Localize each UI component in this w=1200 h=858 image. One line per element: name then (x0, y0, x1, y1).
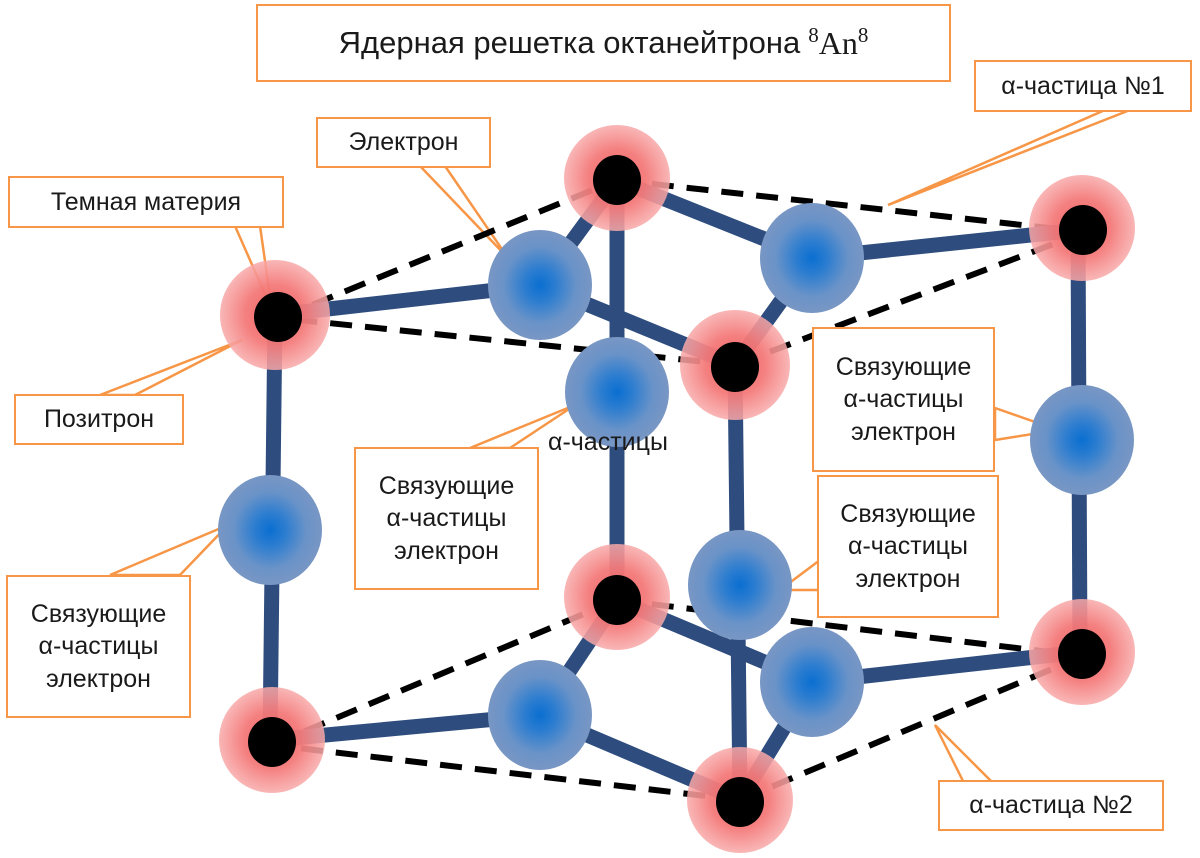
pointer-electron (417, 164, 510, 259)
positron-bottom-left (219, 687, 325, 793)
positron-bottom-back (564, 544, 670, 650)
pointer-alpha2 (933, 724, 999, 787)
label-dark-matter: Темная материя (8, 176, 284, 228)
pointer-positron (99, 338, 243, 397)
label-alpha2: α-частица №2 (938, 780, 1164, 831)
positron-top-front (680, 310, 790, 420)
electron-bottom-right (760, 627, 864, 737)
mass-number: 8 (808, 22, 819, 47)
positron-top-right (1029, 175, 1135, 281)
electron-mid-column (688, 530, 792, 640)
formula: 8An8 (808, 22, 868, 65)
label-binding-left: Связующие α-частицы электрон (6, 575, 191, 718)
label-binding-center: Связующие α-частицы электрон (354, 447, 539, 590)
pointer-binding-left (109, 523, 229, 577)
label-binding-right: Связующие α-частицы электрон (812, 327, 995, 472)
electron-bottom-left (488, 660, 592, 770)
positron-top-back (564, 125, 670, 231)
electron-top-left (488, 230, 592, 340)
charge-number: 8 (857, 22, 869, 47)
electron-top-right (760, 203, 864, 313)
positron-bottom-right (1029, 599, 1135, 705)
label-positron: Позитрон (14, 394, 184, 445)
positron-top-left (220, 260, 330, 370)
page-title: Ядерная решетка октанейтрона (338, 24, 801, 60)
element-symbol: An (818, 24, 858, 61)
label-binding-mid-right: Связующие α-частицы электрон (817, 475, 999, 618)
positrons (219, 125, 1135, 853)
electron-left-column (218, 475, 322, 585)
label-electron: Электрон (316, 117, 491, 168)
label-alpha1: α-частица №1 (974, 60, 1192, 112)
label-alpha-particles-inner: α-частицы (548, 428, 668, 456)
electrons (218, 203, 1134, 770)
electron-right-column (1030, 385, 1134, 495)
electron-inner-center (565, 337, 669, 447)
positron-bottom-front (687, 747, 793, 853)
